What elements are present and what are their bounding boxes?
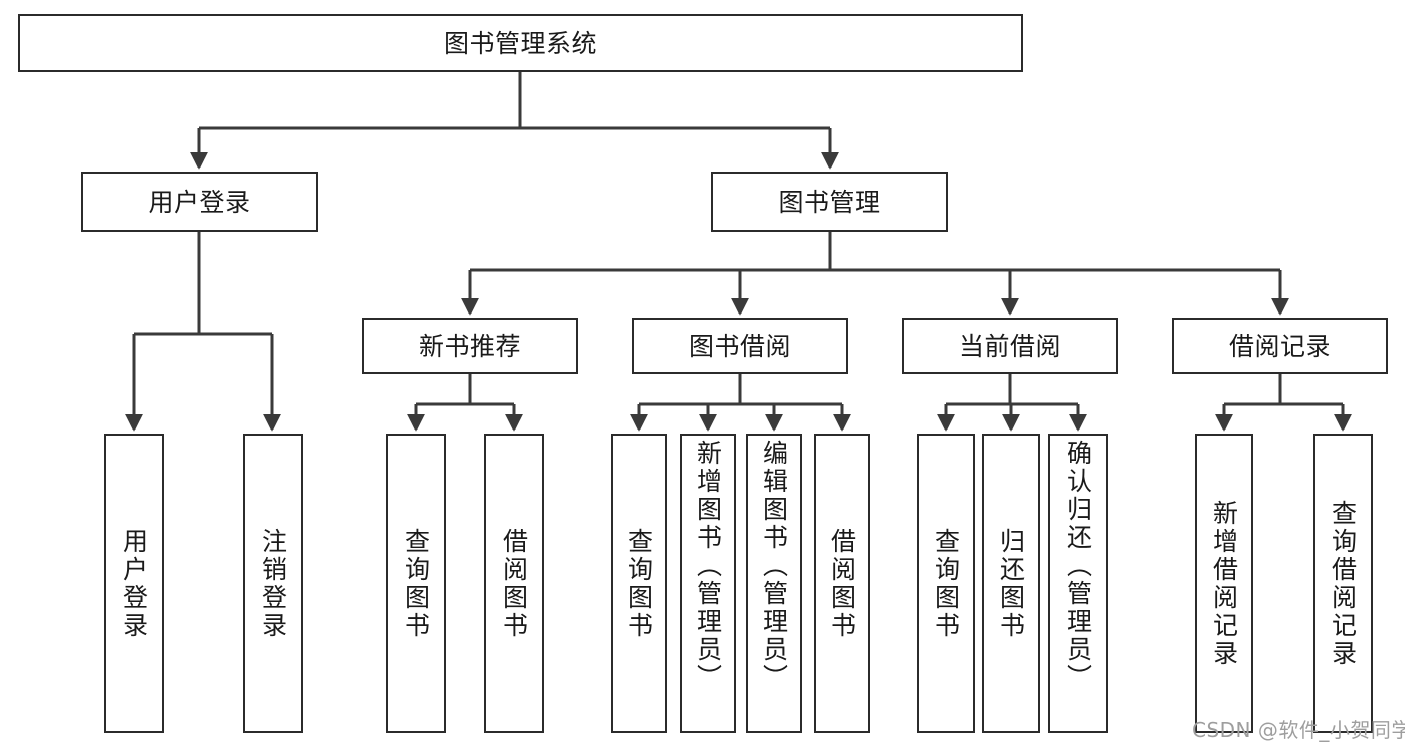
node-current-borrow-label: 当前借阅 <box>958 331 1061 361</box>
node-book-management[interactable]: 图书管理 <box>711 172 948 232</box>
node-leaf-borrow-book-2[interactable]: 借阅图书 <box>814 434 870 733</box>
node-root-label: 图书管理系统 <box>443 28 597 58</box>
node-new-book-recommend[interactable]: 新书推荐 <box>362 318 578 374</box>
node-root[interactable]: 图书管理系统 <box>18 14 1023 72</box>
node-user-login[interactable]: 用户登录 <box>81 172 318 232</box>
node-leaf-add-book[interactable]: 新增图书（管理员） <box>680 434 736 733</box>
node-current-borrow[interactable]: 当前借阅 <box>902 318 1118 374</box>
node-leaf-query-book-3[interactable]: 查询图书 <box>917 434 975 733</box>
node-leaf-query-book-1-label: 查询图书 <box>401 527 431 640</box>
node-book-management-label: 图书管理 <box>778 187 881 217</box>
node-leaf-query-record[interactable]: 查询借阅记录 <box>1313 434 1373 733</box>
node-leaf-add-record-label: 新增借阅记录 <box>1209 499 1239 668</box>
node-user-login-label: 用户登录 <box>148 187 251 217</box>
node-new-book-recommend-label: 新书推荐 <box>418 331 521 361</box>
node-leaf-borrow-book-1[interactable]: 借阅图书 <box>484 434 544 733</box>
node-leaf-return-book[interactable]: 归还图书 <box>982 434 1040 733</box>
node-borrow-records[interactable]: 借阅记录 <box>1172 318 1388 374</box>
node-leaf-add-book-label: 新增图书（管理员） <box>693 440 723 692</box>
node-book-borrow[interactable]: 图书借阅 <box>632 318 848 374</box>
node-leaf-logout[interactable]: 注销登录 <box>243 434 303 733</box>
node-leaf-borrow-book-1-label: 借阅图书 <box>499 527 529 640</box>
node-leaf-user-login-label: 用户登录 <box>119 527 149 640</box>
node-leaf-borrow-book-2-label: 借阅图书 <box>827 527 857 640</box>
node-leaf-query-book-3-label: 查询图书 <box>931 527 961 640</box>
node-leaf-query-record-label: 查询借阅记录 <box>1328 499 1358 668</box>
watermark: CSDN @软件_小贺同学 <box>1192 718 1405 742</box>
node-leaf-confirm-return-label: 确认归还（管理员） <box>1063 440 1093 692</box>
node-leaf-add-record[interactable]: 新增借阅记录 <box>1195 434 1253 733</box>
node-leaf-user-login[interactable]: 用户登录 <box>104 434 164 733</box>
node-borrow-records-label: 借阅记录 <box>1228 331 1331 361</box>
node-leaf-edit-book-label: 编辑图书（管理员） <box>759 440 789 692</box>
node-leaf-query-book-2-label: 查询图书 <box>624 527 654 640</box>
node-leaf-edit-book[interactable]: 编辑图书（管理员） <box>746 434 802 733</box>
node-leaf-confirm-return[interactable]: 确认归还（管理员） <box>1048 434 1108 733</box>
node-leaf-query-book-2[interactable]: 查询图书 <box>611 434 667 733</box>
node-leaf-query-book-1[interactable]: 查询图书 <box>386 434 446 733</box>
node-leaf-return-book-label: 归还图书 <box>996 527 1026 640</box>
node-leaf-logout-label: 注销登录 <box>258 527 288 640</box>
node-book-borrow-label: 图书借阅 <box>688 331 791 361</box>
